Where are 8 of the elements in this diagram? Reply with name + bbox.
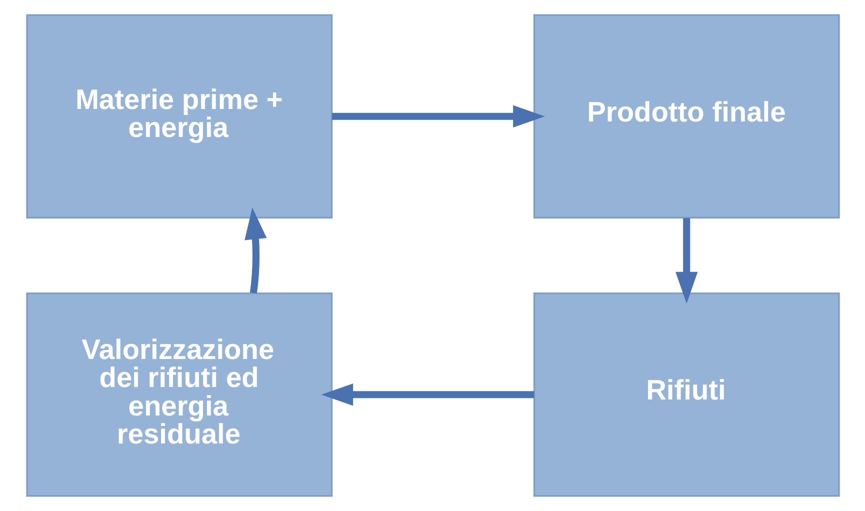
arrow xyxy=(244,207,266,294)
node-box: Valorizzazione dei rifiuti ed energia residuale xyxy=(26,292,332,497)
node-box: Rifiuti xyxy=(532,292,840,497)
arrow xyxy=(674,218,698,304)
node-box: Prodotto finale xyxy=(532,14,840,219)
arrow xyxy=(320,384,534,406)
arrow xyxy=(331,105,544,128)
node-box: Materie prime + energia xyxy=(26,14,332,219)
